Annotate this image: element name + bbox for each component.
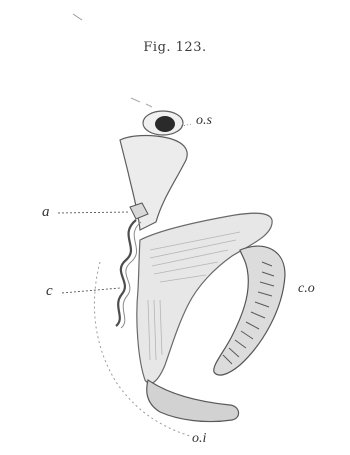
label-os: o.s <box>196 114 212 128</box>
ridged-pouch <box>214 246 285 375</box>
label-co: c.o <box>298 282 315 296</box>
leader-line-a <box>58 212 130 213</box>
upper-tube <box>120 136 187 230</box>
speck-mark <box>73 14 82 20</box>
label-oi: o.i <box>192 432 206 446</box>
speck-mark <box>131 98 152 107</box>
label-c: c <box>46 284 53 299</box>
upper-opening-dark <box>155 116 175 132</box>
label-a: a <box>42 205 50 220</box>
lower-intestine <box>147 380 239 422</box>
leader-line-c <box>62 288 120 293</box>
